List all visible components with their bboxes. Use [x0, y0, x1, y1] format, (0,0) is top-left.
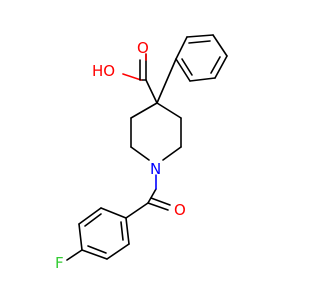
- molecule-svg: HO O N O F: [55, 34, 228, 272]
- fluorine-label: F: [55, 254, 64, 272]
- piperidine-ring: [130, 102, 182, 161]
- amide-group: [125, 174, 171, 219]
- acid-oxygen-label: O: [137, 39, 149, 57]
- carbonyl-oxygen-label: O: [174, 201, 186, 219]
- hydroxyl-label: HO: [92, 62, 115, 80]
- phenyl-ring: [175, 34, 228, 82]
- structure-diagram: HO O N O F: [55, 34, 228, 272]
- carboxylic-acid-group: [122, 53, 158, 104]
- fluorophenyl-ring: [78, 207, 130, 260]
- bond-carbon-fluorine: [66, 249, 83, 261]
- bond-phenyl-quaternary: [156, 58, 177, 104]
- nitrogen-label: N: [150, 160, 161, 178]
